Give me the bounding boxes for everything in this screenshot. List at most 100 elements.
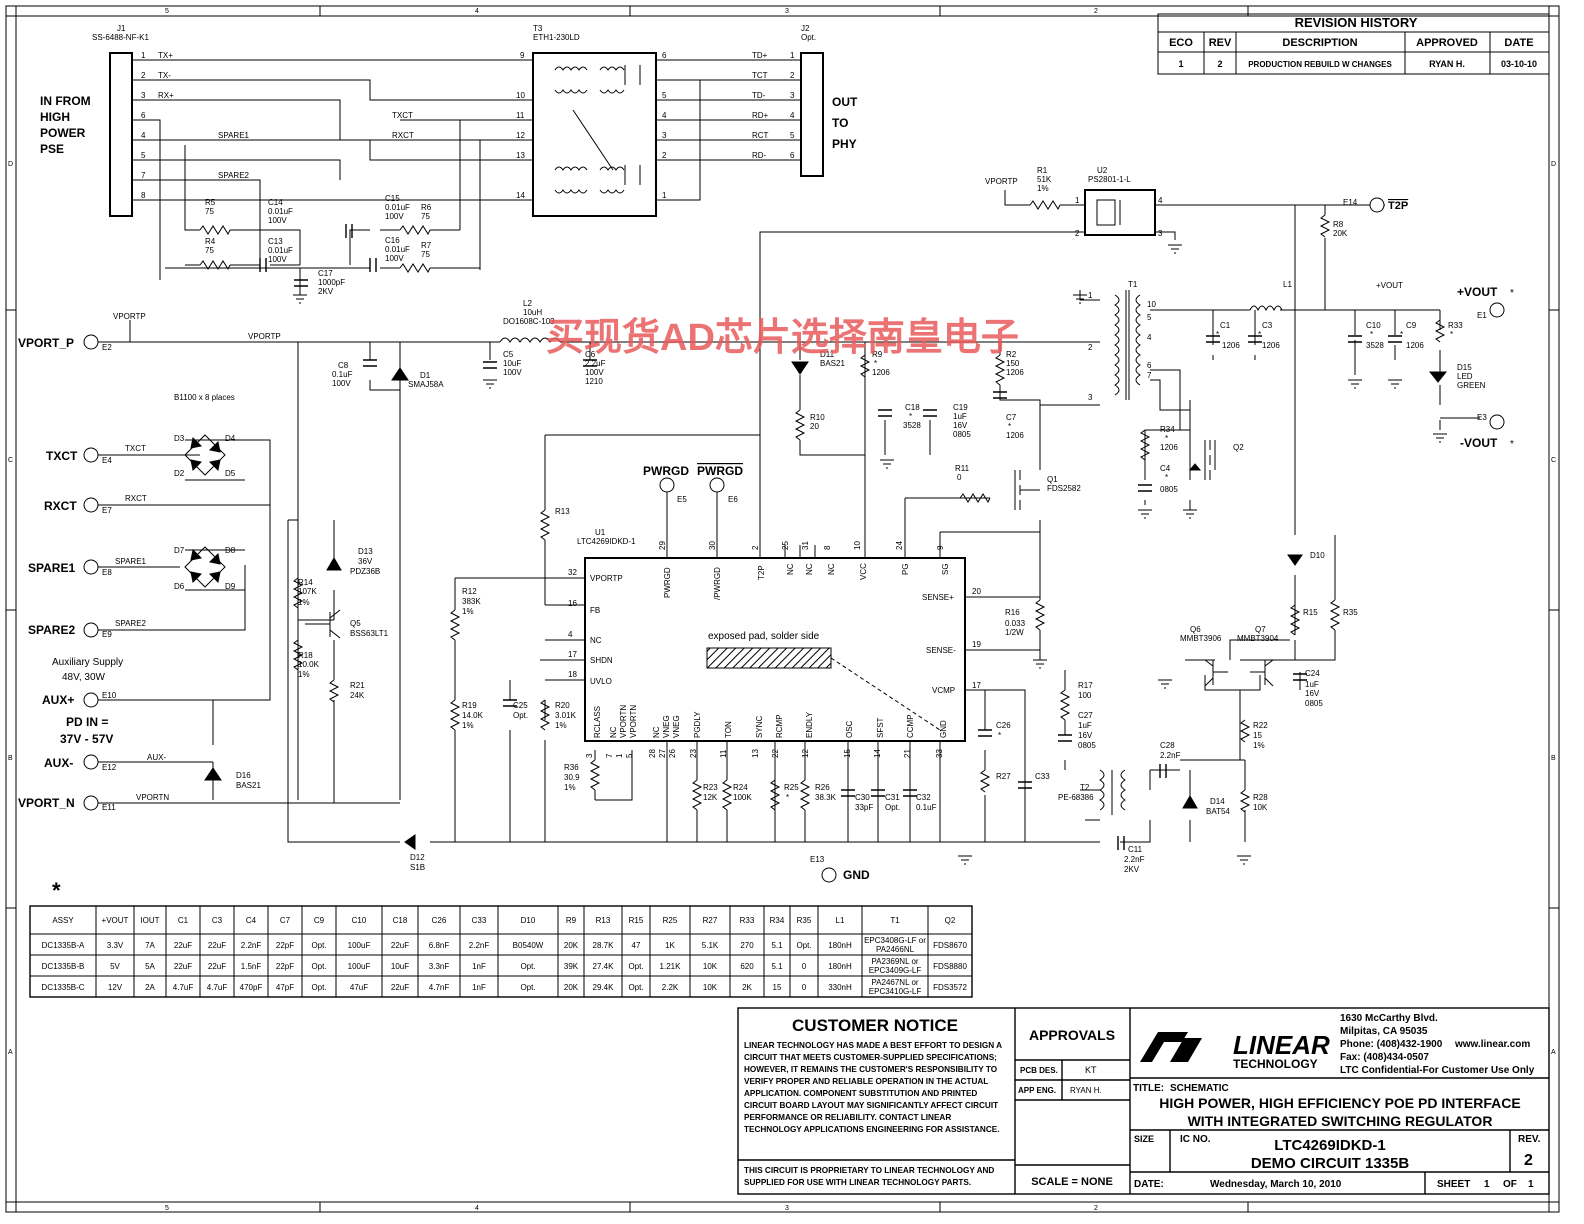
c14-volt: 100V: [268, 216, 287, 225]
out-to-line1: OUT: [832, 95, 858, 109]
terminal-e1[interactable]: [1489, 302, 1505, 318]
terminal-e4[interactable]: [83, 447, 99, 463]
j2-pin-1: 1: [790, 51, 795, 60]
terminal-e12[interactable]: [83, 754, 99, 770]
t3-pin-9: 9: [520, 51, 525, 60]
bom-table: * ASSYDC1335B-ADC1335B-BDC1335B-C+VOUT3.…: [29, 878, 973, 998]
u1-pin-endly: ENDLY: [805, 711, 814, 738]
u1-num-7: 7: [605, 753, 614, 758]
bom-cell: 22pF: [276, 941, 294, 950]
rev-label: REV.: [1518, 1134, 1541, 1145]
j1-pin-2: 2: [141, 71, 146, 80]
j1-pin-7: 7: [141, 171, 146, 180]
bom-cell: 27.4K: [593, 962, 615, 971]
r10-val: 20: [810, 422, 819, 431]
net-td-minus: TD-: [752, 91, 766, 100]
bom-cell: 3.3nF: [429, 962, 450, 971]
terminal-e11[interactable]: [83, 795, 99, 811]
j1-pn: SS-6488-NF-K1: [92, 33, 149, 42]
r26-ref: R26: [815, 783, 830, 792]
u1-pn: LTC4269IDKD-1: [577, 537, 636, 546]
bom-cell: Opt.: [311, 941, 326, 950]
terminal-e3[interactable]: [1489, 414, 1505, 430]
t1-pin-5: 5: [1147, 313, 1152, 322]
rev-header-date: DATE: [1504, 37, 1533, 49]
title-line-1: HIGH POWER, HIGH EFFICIENCY POE PD INTER…: [1159, 1095, 1520, 1111]
c5-volt: 100V: [503, 368, 522, 377]
terminal-e9[interactable]: [83, 622, 99, 638]
r17-ref: R17: [1078, 681, 1093, 690]
r1-tol: 1%: [1037, 184, 1049, 193]
r5-val: 75: [205, 207, 214, 216]
r9-pkg: 1206: [872, 368, 890, 377]
terminals[interactable]: [83, 197, 1505, 883]
c14-ref: C14: [268, 198, 283, 207]
bom-cell: 100uF: [348, 941, 371, 950]
address-line-2: Milpitas, CA 95035: [1340, 1026, 1428, 1037]
u1-num-3: 3: [585, 753, 594, 758]
grid-top-5: 5: [165, 8, 169, 15]
notice-line-1: LINEAR TECHNOLOGY HAS MADE A BEST EFFORT…: [744, 1041, 1002, 1050]
r36-tol: 1%: [564, 783, 576, 792]
terminal-e2[interactable]: [83, 334, 99, 350]
bom-cell: Opt.: [628, 962, 643, 971]
bom-header: +VOUT: [102, 916, 129, 925]
terminal-e5[interactable]: [659, 477, 675, 493]
u1-num-12: 12: [801, 749, 810, 758]
bom-header: Q2: [945, 916, 956, 925]
r36-ref: R36: [564, 763, 579, 772]
aux-plus-label: AUX+: [42, 693, 74, 707]
bom-header: C9: [314, 916, 325, 925]
terminal-e13[interactable]: [821, 867, 837, 883]
u1-pin-ton: TON: [724, 721, 733, 738]
terminal-e14[interactable]: [1369, 197, 1385, 213]
j1-pin-6: 6: [141, 111, 146, 120]
bom-cell: 270: [740, 941, 754, 950]
bom-cell: 39K: [564, 962, 579, 971]
revision-title: REVISION HISTORY: [1295, 15, 1418, 30]
scale-label: SCALE = NONE: [1031, 1176, 1113, 1188]
terminal-e8[interactable]: [83, 559, 99, 575]
u1-num-10: 10: [853, 541, 862, 550]
terminal-e10[interactable]: [83, 692, 99, 708]
q1-pn: FDS2582: [1047, 484, 1081, 493]
c11-ref: C11: [1128, 845, 1143, 854]
bom-cell: 47: [632, 941, 641, 950]
c19-val: 1uF: [953, 412, 967, 421]
pwrgd-label: PWRGD: [643, 464, 689, 478]
bom-cell: 12V: [108, 983, 123, 992]
r4-ref: R4: [205, 237, 216, 246]
t2p-label: T2P: [1388, 200, 1408, 212]
bom-cell: 2.2nF: [469, 941, 490, 950]
j2-pn: Opt.: [801, 33, 816, 42]
u1-pin-nc-25: NC: [786, 563, 795, 575]
r34-ref: R34: [1160, 425, 1175, 434]
t1-pin-10: 10: [1147, 300, 1156, 309]
j2-pin-3: 3: [790, 91, 795, 100]
grid-top-2: 2: [1094, 8, 1098, 15]
bom-cell: 22uF: [208, 941, 226, 950]
u1-pin-sfst: SFST: [876, 717, 885, 738]
net-rx-plus: RX+: [158, 91, 174, 100]
bom-cell: 22uF: [208, 962, 226, 971]
c24-volt: 16V: [1305, 689, 1320, 698]
vout-plus-label: +VOUT: [1457, 285, 1498, 299]
u1-num-27: 27: [658, 749, 667, 758]
r1-ref: R1: [1037, 166, 1048, 175]
c31-ref: C31: [885, 793, 900, 802]
terminal-e6[interactable]: [709, 477, 725, 493]
c24-pkg: 0805: [1305, 699, 1323, 708]
bom-header: D10: [521, 916, 536, 925]
bom-header: C26: [432, 916, 447, 925]
u1-num-19: 19: [972, 640, 981, 649]
address-phone: Phone: (408)432-1900: [1340, 1039, 1443, 1050]
e3-label: E3: [1477, 413, 1487, 422]
bom-cell: 20K: [564, 941, 579, 950]
bom-cell: 5.1K: [702, 941, 719, 950]
grid-side-a-r: A: [1551, 1049, 1556, 1056]
bom-cell: 10uF: [391, 962, 409, 971]
terminal-e7[interactable]: [83, 497, 99, 513]
u1-num-20: 20: [972, 587, 981, 596]
grid-bottom-2: 2: [1094, 1205, 1098, 1212]
